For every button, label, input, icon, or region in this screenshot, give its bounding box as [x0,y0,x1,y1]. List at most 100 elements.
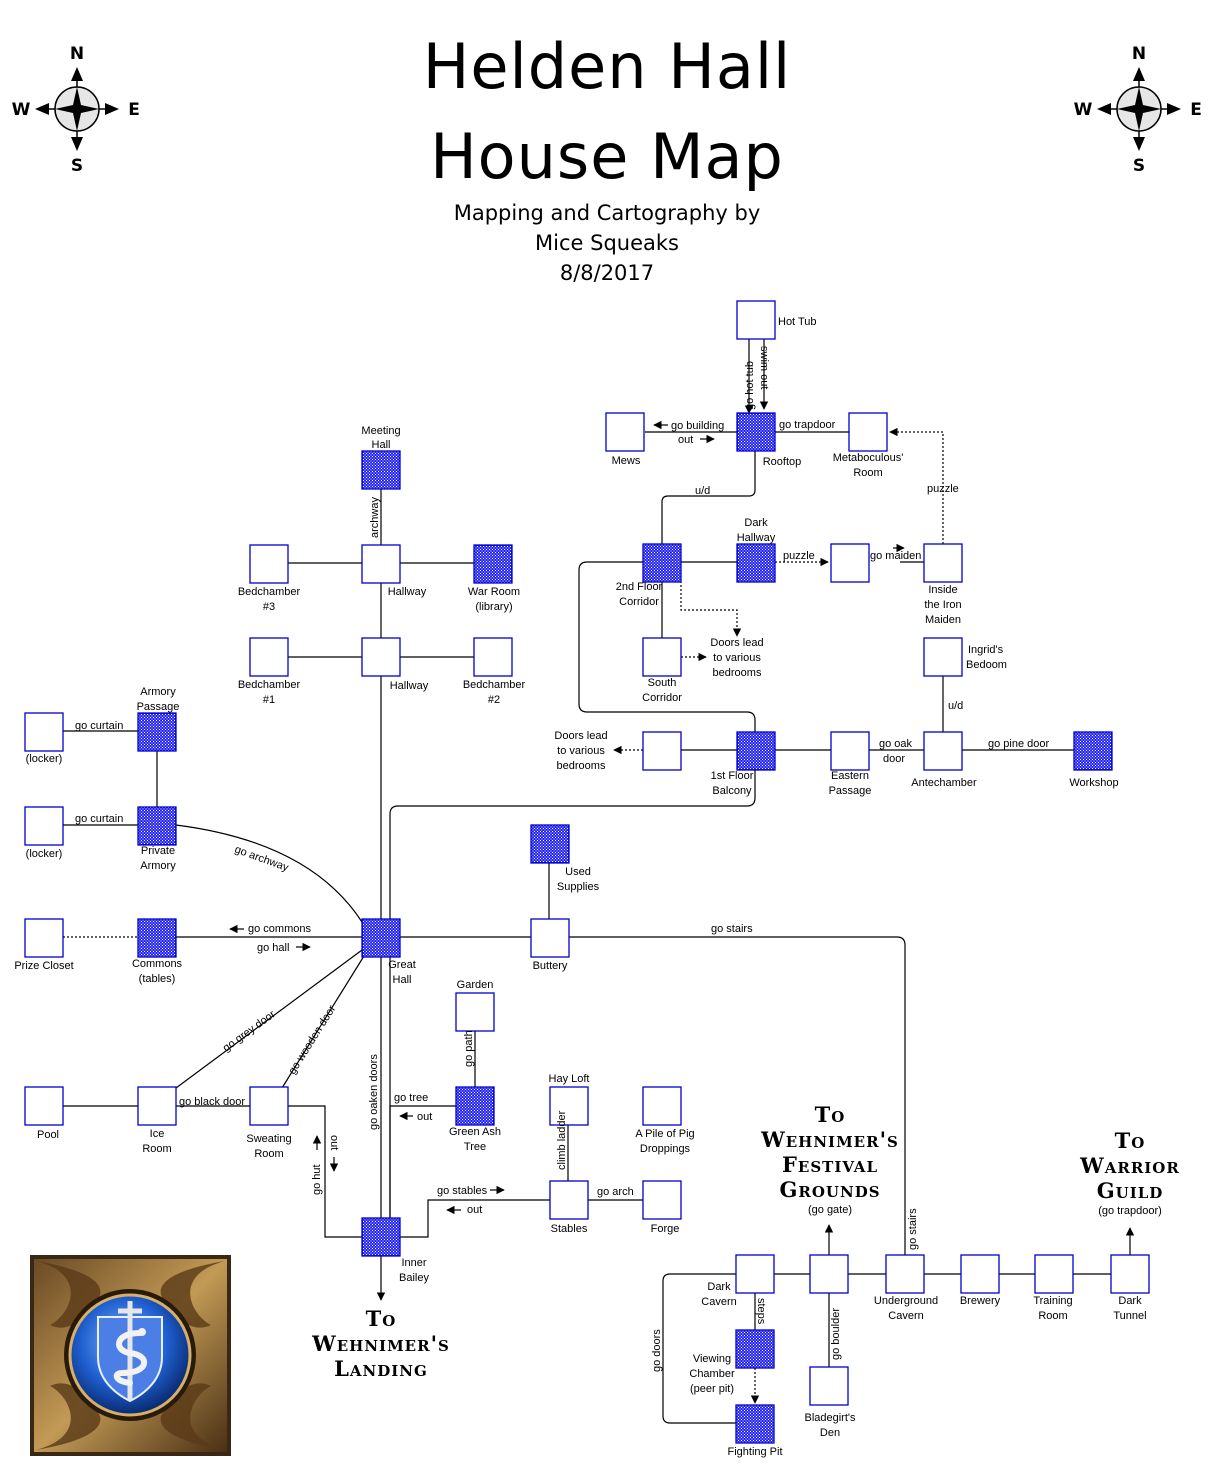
room-dark-tunnel [1110,1254,1150,1294]
destination-line: To [365,1306,397,1331]
room-war-room [473,544,513,584]
cmd-go-oak-door: go oak [879,738,913,750]
room-used-supplies [530,824,570,864]
room-buttery [530,918,570,958]
cmd-puzzle: puzzle [927,483,959,495]
cmd-steps: steps [755,1298,767,1325]
compass-w: W [1074,100,1093,120]
cmd-go-hall: go hall [257,942,289,954]
note-doors-lead: Doors lead [710,637,763,649]
room-stables [549,1180,589,1220]
compass-n: N [70,44,84,64]
label-hallway-lower: Hallway [390,680,429,692]
compass-rose-icon: N S W E [1074,44,1202,176]
compass-s: S [1133,156,1145,176]
label-metaboculous: Metaboculous' [833,452,904,464]
label-1st-floor: 1st Floor [711,770,754,782]
date-line: 8/8/2017 [559,261,655,285]
label-antechamber: Antechamber [911,777,977,789]
note-doors-lead: to various [713,652,761,664]
credit-line: Mapping and Cartography by [453,201,761,225]
room-dark-cavern [735,1254,775,1294]
destination-line: To [1114,1128,1146,1153]
label-iron-maiden: the Iron [924,599,961,611]
compass-e: E [128,100,140,120]
label-commons: Commons [132,958,183,970]
label-rooftop: Rooftop [763,456,802,468]
label-brewery: Brewery [960,1295,1001,1307]
cmd-out: out [467,1204,482,1216]
cmd-go-oaken-doors: go oaken doors [368,1054,380,1130]
cmd-archway: archway [369,497,381,538]
room-south-corridor [642,637,682,677]
label-iron-maiden: Inside [928,584,957,596]
compass-e: E [1190,100,1202,120]
room-green-ash-tree [455,1086,495,1126]
destination-line: To [814,1102,846,1127]
label-private-armory: Armory [140,860,176,872]
label-viewing-chamber: Viewing [693,1353,731,1365]
label-fighting-pit: Fighting Pit [727,1446,782,1458]
label-bladegirts-den: Bladegirt's [804,1412,856,1424]
room-hallway-lower [361,637,401,677]
label-bedchamber-3: #3 [263,601,275,613]
label-underground-cavern: Underground [874,1295,938,1307]
label-great-hall: Great [388,959,416,971]
room-brewery [960,1254,1000,1294]
destination-wehnimers-landing: To Wehnimer's Landing [296,1306,466,1381]
cmd-go-black-door: go black door [179,1096,245,1108]
label-pool: Pool [37,1129,59,1141]
cmd-puzzle: puzzle [783,550,815,562]
destination-command: (go trapdoor) [1098,1205,1162,1217]
command-arrows [229,420,905,1215]
cmd-go-tree: go tree [394,1092,428,1104]
room-ingrids-bedroom [923,637,963,677]
cmd-go-curtain: go curtain [75,813,123,825]
label-war-room: (library) [475,601,512,613]
compass-s: S [71,156,83,176]
label-armory-passage: Armory [140,686,176,698]
label-green-ash-tree: Tree [464,1141,486,1153]
room-garden [455,992,495,1032]
label-ingrids-bedroom: Ingrid's [968,644,1004,656]
room-bedchamber-1 [249,637,289,677]
cmd-go-arch: go arch [597,1186,634,1198]
room-dark-hallway [736,543,776,583]
cmd-go-stairs: go stairs [711,923,753,935]
label-eastern-passage: Eastern [831,770,869,782]
cmd-go-stables: go stables [437,1185,488,1197]
destination-line: Wehnimer's [761,1127,899,1152]
serpent-staff-shield-emblem-icon [30,1255,231,1456]
room-2nd-floor-corridor [642,543,682,583]
map-connections [63,339,1135,1424]
room-cavern-gate [809,1254,849,1294]
destination-festival-grounds: To Wehnimer's Festival Grounds (go gate) [740,1102,920,1217]
label-garden: Garden [457,979,494,991]
label-bedchamber-1: #1 [263,694,275,706]
room-hot-tub [736,300,776,340]
label-dark-hallway: Dark [744,517,768,529]
note-doors-lead: bedrooms [557,760,606,772]
room-bladegirts-den [809,1366,849,1406]
label-south-corridor: South [648,677,677,689]
label-training-room: Training [1033,1295,1072,1307]
destination-command: (go gate) [807,1204,853,1216]
label-meeting-hall: Meeting [361,425,400,437]
cmd-go-stairs: go stairs [907,1208,919,1250]
label-green-ash-tree: Green Ash [449,1126,501,1138]
label-metaboculous: Room [853,467,882,479]
label-training-room: Room [1038,1310,1067,1322]
label-great-hall: Hall [393,974,412,986]
cmd-go-doors: go doors [651,1329,663,1372]
room-great-hall [361,918,401,958]
label-prize-closet: Prize Closet [14,960,73,972]
room-locker-lower [24,806,64,846]
label-hallway-upper: Hallway [388,586,427,598]
label-inner-bailey: Inner [401,1257,426,1269]
cmd-go-hot-tub: go hot tub [744,361,756,410]
label-bedchamber-2: Bedchamber [463,679,526,691]
cmd-climb: climb ladder [556,1110,568,1170]
room-rooftop [736,412,776,452]
room-inside-iron-maiden [923,543,963,583]
